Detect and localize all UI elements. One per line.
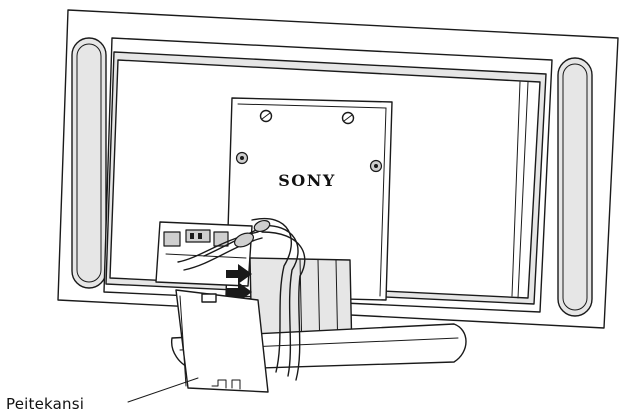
callout-label-cover: Peitekansi xyxy=(6,395,85,413)
callout-leader-line xyxy=(127,377,199,403)
brand-logo: SONY xyxy=(278,171,336,190)
screw-icon xyxy=(235,109,383,173)
cable-bundle xyxy=(177,217,306,381)
right-speaker-grille xyxy=(557,57,593,317)
rear-cover-panel xyxy=(175,289,269,393)
left-speaker-grille xyxy=(71,37,107,289)
double-arrow-right-icon xyxy=(226,264,252,302)
